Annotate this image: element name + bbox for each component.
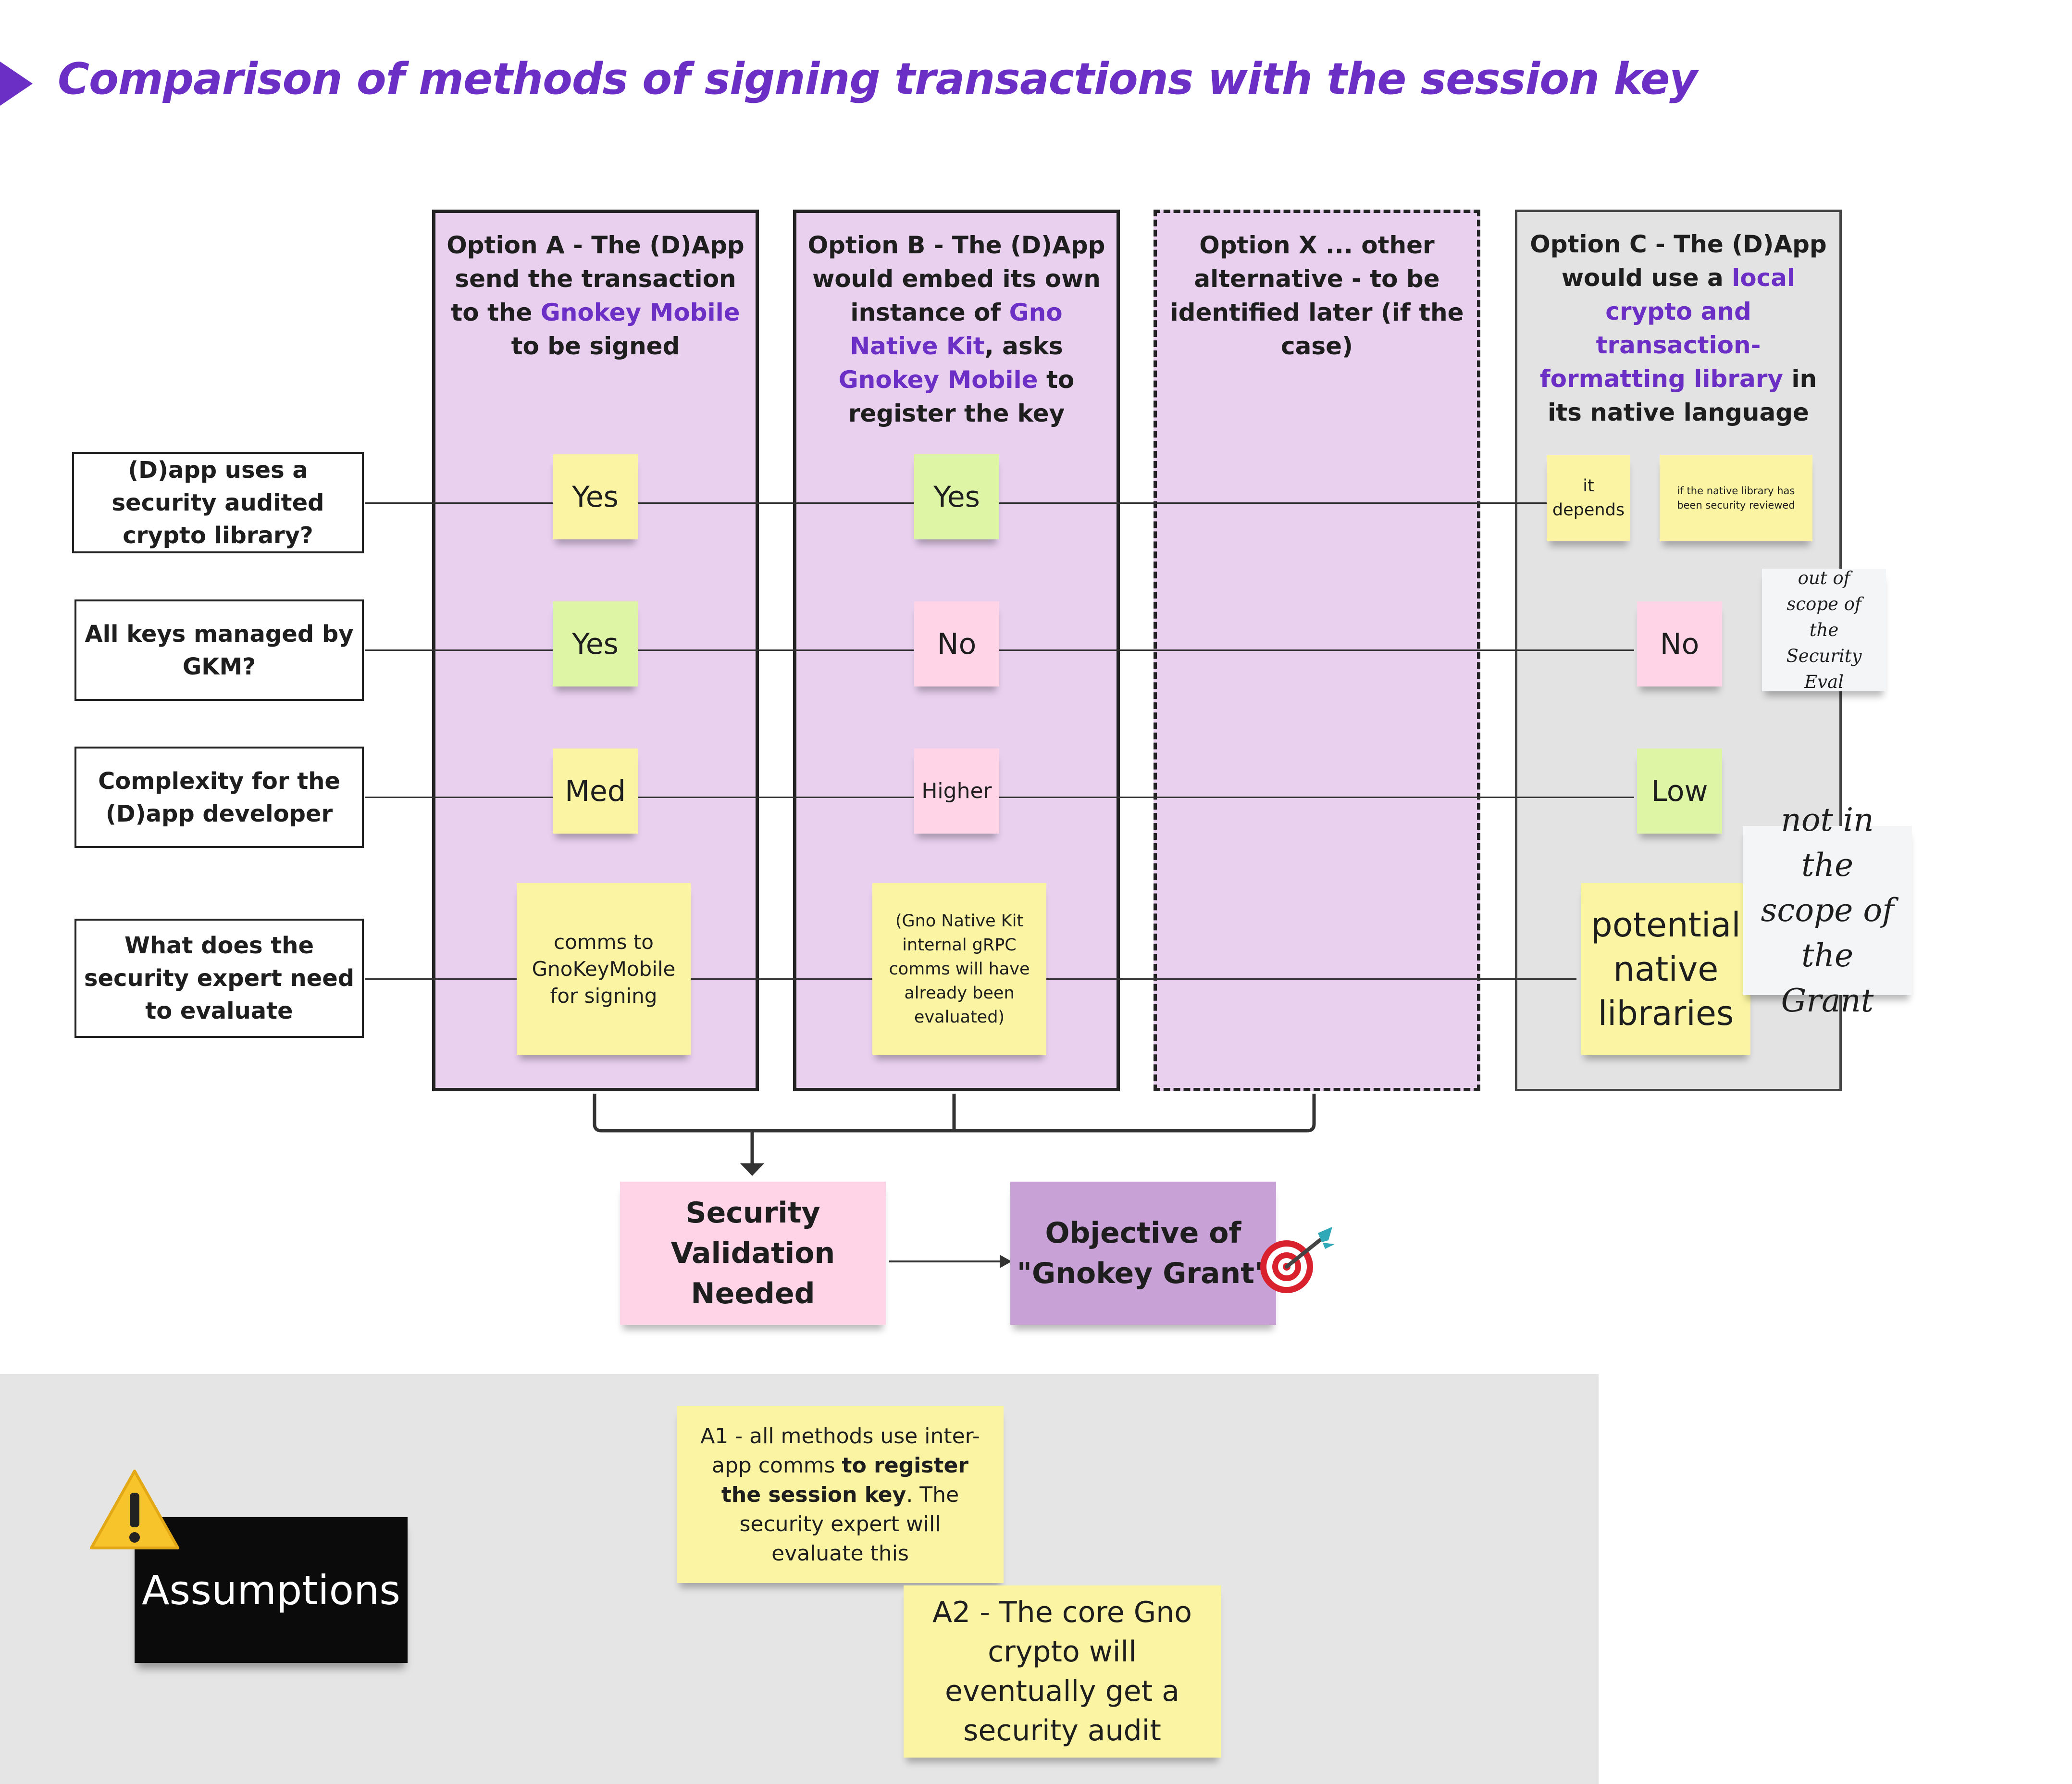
column-header-text: to register the key	[848, 366, 1075, 427]
row-label-security-evaluate[interactable]: What does the security expert need to ev…	[74, 919, 364, 1038]
assumption-a1-text-2: . The security expert will evaluate this	[739, 1482, 959, 1566]
column-header-text: in its native language	[1548, 365, 1817, 426]
cell-c3-sticky[interactable]: Low	[1637, 749, 1722, 834]
column-header-highlight: local crypto and transaction-formatting …	[1539, 264, 1796, 393]
cell-b4-sticky[interactable]: (Gno Native Kit internal gRPC comms will…	[872, 883, 1046, 1055]
column-header-option-a: Option A - The (D)App send the transacti…	[445, 228, 746, 363]
assumptions-label[interactable]: Assumptions	[135, 1517, 408, 1663]
cell-a4-sticky[interactable]: comms to GnoKeyMobile for signing	[517, 883, 691, 1055]
column-header-text: Option B - The (D)App would embed its ow…	[807, 231, 1105, 326]
column-header-text: Option C - The (D)App would use a	[1530, 230, 1827, 292]
objective-sticky[interactable]: Objective of "Gnokey Grant"	[1010, 1182, 1276, 1325]
row-label-complexity[interactable]: Complexity for the (D)app developer	[74, 747, 364, 848]
cell-b2-sticky[interactable]: No	[914, 601, 999, 686]
cell-a3-sticky[interactable]: Med	[553, 749, 638, 834]
cell-c1-note-sticky[interactable]: if the native library has been security …	[1660, 455, 1812, 541]
out-of-scope-note-sticky[interactable]: out of scope of the Security Eval	[1762, 568, 1886, 692]
column-header-text: to be signed	[511, 332, 680, 360]
column-header-text: Option X ... other alternative - to be i…	[1170, 231, 1464, 360]
security-validation-sticky[interactable]: Security Validation Needed	[620, 1182, 886, 1325]
cell-c4-sticky[interactable]: potential native libraries	[1581, 883, 1750, 1055]
flow-arrowhead	[1000, 1255, 1012, 1268]
assumption-a1-text-bold: to register the session key	[721, 1453, 969, 1507]
assumption-a1-text-1: A1 - all methods use inter-app comms	[700, 1423, 980, 1478]
cell-a2-sticky[interactable]: Yes	[553, 601, 638, 686]
column-header-option-c: Option C - The (D)App would use a local …	[1527, 227, 1830, 429]
cell-b1-sticky[interactable]: Yes	[914, 454, 999, 539]
column-header-text: , asks	[984, 332, 1063, 360]
target-dart-icon	[1260, 1227, 1335, 1293]
row-line-2	[365, 649, 1634, 651]
row-label-audited-library[interactable]: (D)app uses a security audited crypto li…	[72, 452, 364, 553]
cell-a1-sticky[interactable]: Yes	[553, 454, 638, 539]
column-header-text: Option A - The (D)App send the transacti…	[447, 231, 744, 326]
row-label-keys-managed[interactable]: All keys managed by GKM?	[74, 599, 364, 701]
bracket-connector	[593, 1094, 1316, 1133]
row-line-3	[365, 797, 1634, 798]
column-header-highlight: Gnokey Mobile	[540, 299, 740, 326]
column-header-highlight: Gno Native Kit	[850, 299, 1063, 360]
column-header-option-x: Option X ... other alternative - to be i…	[1166, 228, 1467, 363]
bracket-down-arrowhead	[740, 1163, 764, 1176]
warning-icon	[90, 1470, 179, 1549]
cell-b3-sticky[interactable]: Higher	[914, 749, 999, 834]
assumption-a1-sticky[interactable]: A1 - all methods use inter-app comms to …	[677, 1406, 1004, 1583]
page-title: Comparison of methods of signing transac…	[58, 54, 1698, 104]
cell-c2-sticky[interactable]: No	[1637, 601, 1722, 686]
column-header-highlight: Gnokey Mobile	[838, 366, 1038, 394]
column-header-option-b: Option B - The (D)App would embed its ow…	[806, 228, 1107, 430]
assumption-a2-sticky[interactable]: A2 - The core Gno crypto will eventually…	[904, 1585, 1221, 1758]
assumption-a1-text: A1 - all methods use inter-app comms to …	[696, 1422, 984, 1568]
cell-c1-sticky[interactable]: it depends	[1547, 455, 1630, 541]
title-arrow-icon	[0, 62, 33, 106]
